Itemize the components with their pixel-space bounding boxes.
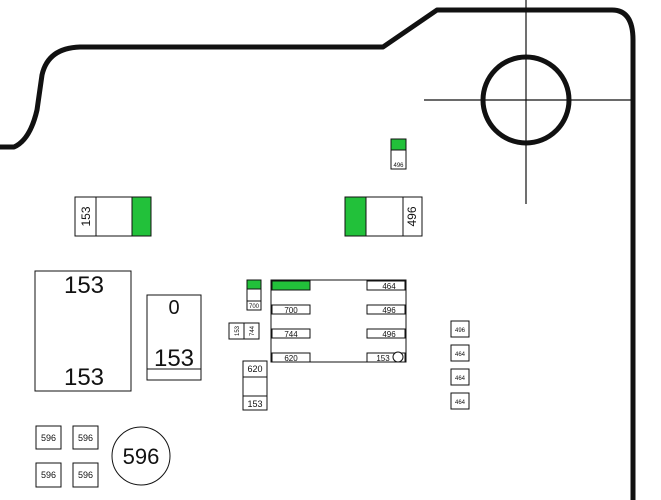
- grid-part-1-label: 596: [41, 433, 56, 443]
- right-column-parts: 496 464 464 464: [450, 320, 470, 410]
- large-component-bottom-label: 153: [64, 364, 104, 391]
- stacked-top-label: 620: [247, 364, 262, 374]
- ic-left-pin-2: 700: [284, 306, 298, 315]
- right-part-2-label: 464: [455, 352, 466, 358]
- right-part-3-label: 464: [455, 376, 466, 382]
- tiny-component: 700: [246, 279, 262, 311]
- stacked-component: 620 153: [242, 360, 268, 411]
- dual-small-right-label: 744: [250, 325, 256, 336]
- grid-part-2-label: 596: [78, 433, 93, 443]
- mounting-hole-crosshair: [424, 0, 631, 204]
- ic-left-pin-3: 744: [284, 330, 298, 339]
- board-outline: [0, 7, 636, 500]
- ic-right-pin-2: 496: [382, 306, 396, 315]
- large-component-left: 153 153: [34, 270, 132, 392]
- dual-small-left-label: 153: [235, 325, 241, 336]
- resistor-right: 496: [344, 196, 423, 237]
- ic-package: 700 744 620 464 496 496 153: [270, 279, 407, 363]
- grid-part-3-label: 596: [41, 470, 56, 480]
- tiny-component-label: 700: [249, 304, 260, 310]
- resistor-left: 153: [74, 196, 152, 237]
- ic-left-pin-4: 620: [284, 354, 298, 363]
- dual-small-component: 153 744: [228, 322, 260, 340]
- resistor-right-label: 496: [405, 206, 419, 226]
- circular-component-label: 596: [123, 444, 160, 469]
- mid-component-top-label: 0: [168, 297, 179, 319]
- right-part-1-label: 496: [455, 328, 466, 334]
- grid-part-4-label: 596: [78, 470, 93, 480]
- ic-right-pin-4: 153: [376, 354, 390, 363]
- ic-right-pin-3: 496: [382, 330, 396, 339]
- stacked-bottom-label: 153: [247, 399, 262, 409]
- small-component-top-label: 496: [393, 163, 404, 169]
- mid-component: 0 153: [146, 294, 202, 381]
- mid-component-bottom-label: 153: [154, 345, 194, 372]
- large-component-top-label: 153: [64, 272, 104, 299]
- small-component-top: 496: [390, 138, 407, 170]
- ic-right-pin-1: 464: [382, 282, 396, 291]
- resistor-left-label: 153: [79, 206, 93, 226]
- circular-component: 596: [111, 426, 171, 486]
- bottom-grid-parts: 596 596 596 596: [35, 425, 99, 488]
- right-part-4-label: 464: [455, 400, 466, 406]
